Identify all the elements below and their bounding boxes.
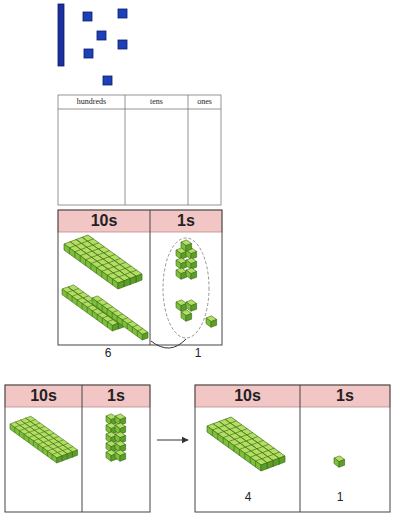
unit-square <box>118 9 127 18</box>
tens-ones-mat <box>195 385 390 512</box>
header-band <box>58 210 222 232</box>
chart-border <box>58 95 221 205</box>
unit-cube <box>181 310 192 321</box>
unit-cube <box>115 450 126 461</box>
column-header: hundreds <box>61 98 123 107</box>
ten-rod <box>58 4 64 66</box>
column-header: 1s <box>304 387 386 405</box>
mat-border <box>5 385 150 512</box>
header-band <box>195 385 390 407</box>
tens-ones-mat <box>5 385 150 512</box>
unit-square <box>97 31 106 40</box>
ten-rod <box>92 296 148 340</box>
regroup-circle <box>163 238 209 338</box>
unit-cube <box>334 456 345 467</box>
column-header: tens <box>128 98 186 107</box>
rod-bundle <box>64 235 142 289</box>
digit-label: 4 <box>237 491 259 504</box>
unit-cube <box>186 300 197 311</box>
unit-cube <box>176 258 187 269</box>
mat-border <box>195 385 390 512</box>
transition-arrow <box>157 440 188 441</box>
unit-square <box>103 76 112 85</box>
unit-square <box>84 49 93 58</box>
digit-label: 6 <box>97 347 119 360</box>
column-line <box>82 385 83 512</box>
column-line <box>150 210 151 345</box>
regroup-bracket <box>151 339 186 348</box>
column-header: 1s <box>85 387 147 405</box>
digit-label: 1 <box>329 491 351 504</box>
unit-square <box>118 40 127 49</box>
rod-bundle <box>207 417 285 471</box>
column-header: 1s <box>155 212 217 230</box>
digit-label: 1 <box>187 347 209 360</box>
column-header: 10s <box>8 387 80 405</box>
unit-square <box>83 12 92 21</box>
header-line <box>58 109 221 110</box>
unit-cube <box>206 316 217 327</box>
blue-blocks <box>58 4 127 85</box>
column-header: ones <box>189 98 221 107</box>
column-header: 10s <box>63 212 145 230</box>
unit-cube <box>186 268 197 279</box>
place-value-chart <box>58 95 221 205</box>
unit-cube <box>176 268 187 279</box>
column-line <box>125 95 126 205</box>
unit-cube <box>181 240 192 251</box>
mat-border <box>58 210 222 345</box>
column-header: 10s <box>202 387 294 405</box>
unit-cube <box>176 300 187 311</box>
unit-cube <box>186 258 197 269</box>
header-band <box>5 385 150 407</box>
column-line <box>300 385 301 512</box>
column-line <box>188 95 189 205</box>
tens-ones-mat <box>58 210 222 348</box>
rod-bundle <box>10 416 78 463</box>
